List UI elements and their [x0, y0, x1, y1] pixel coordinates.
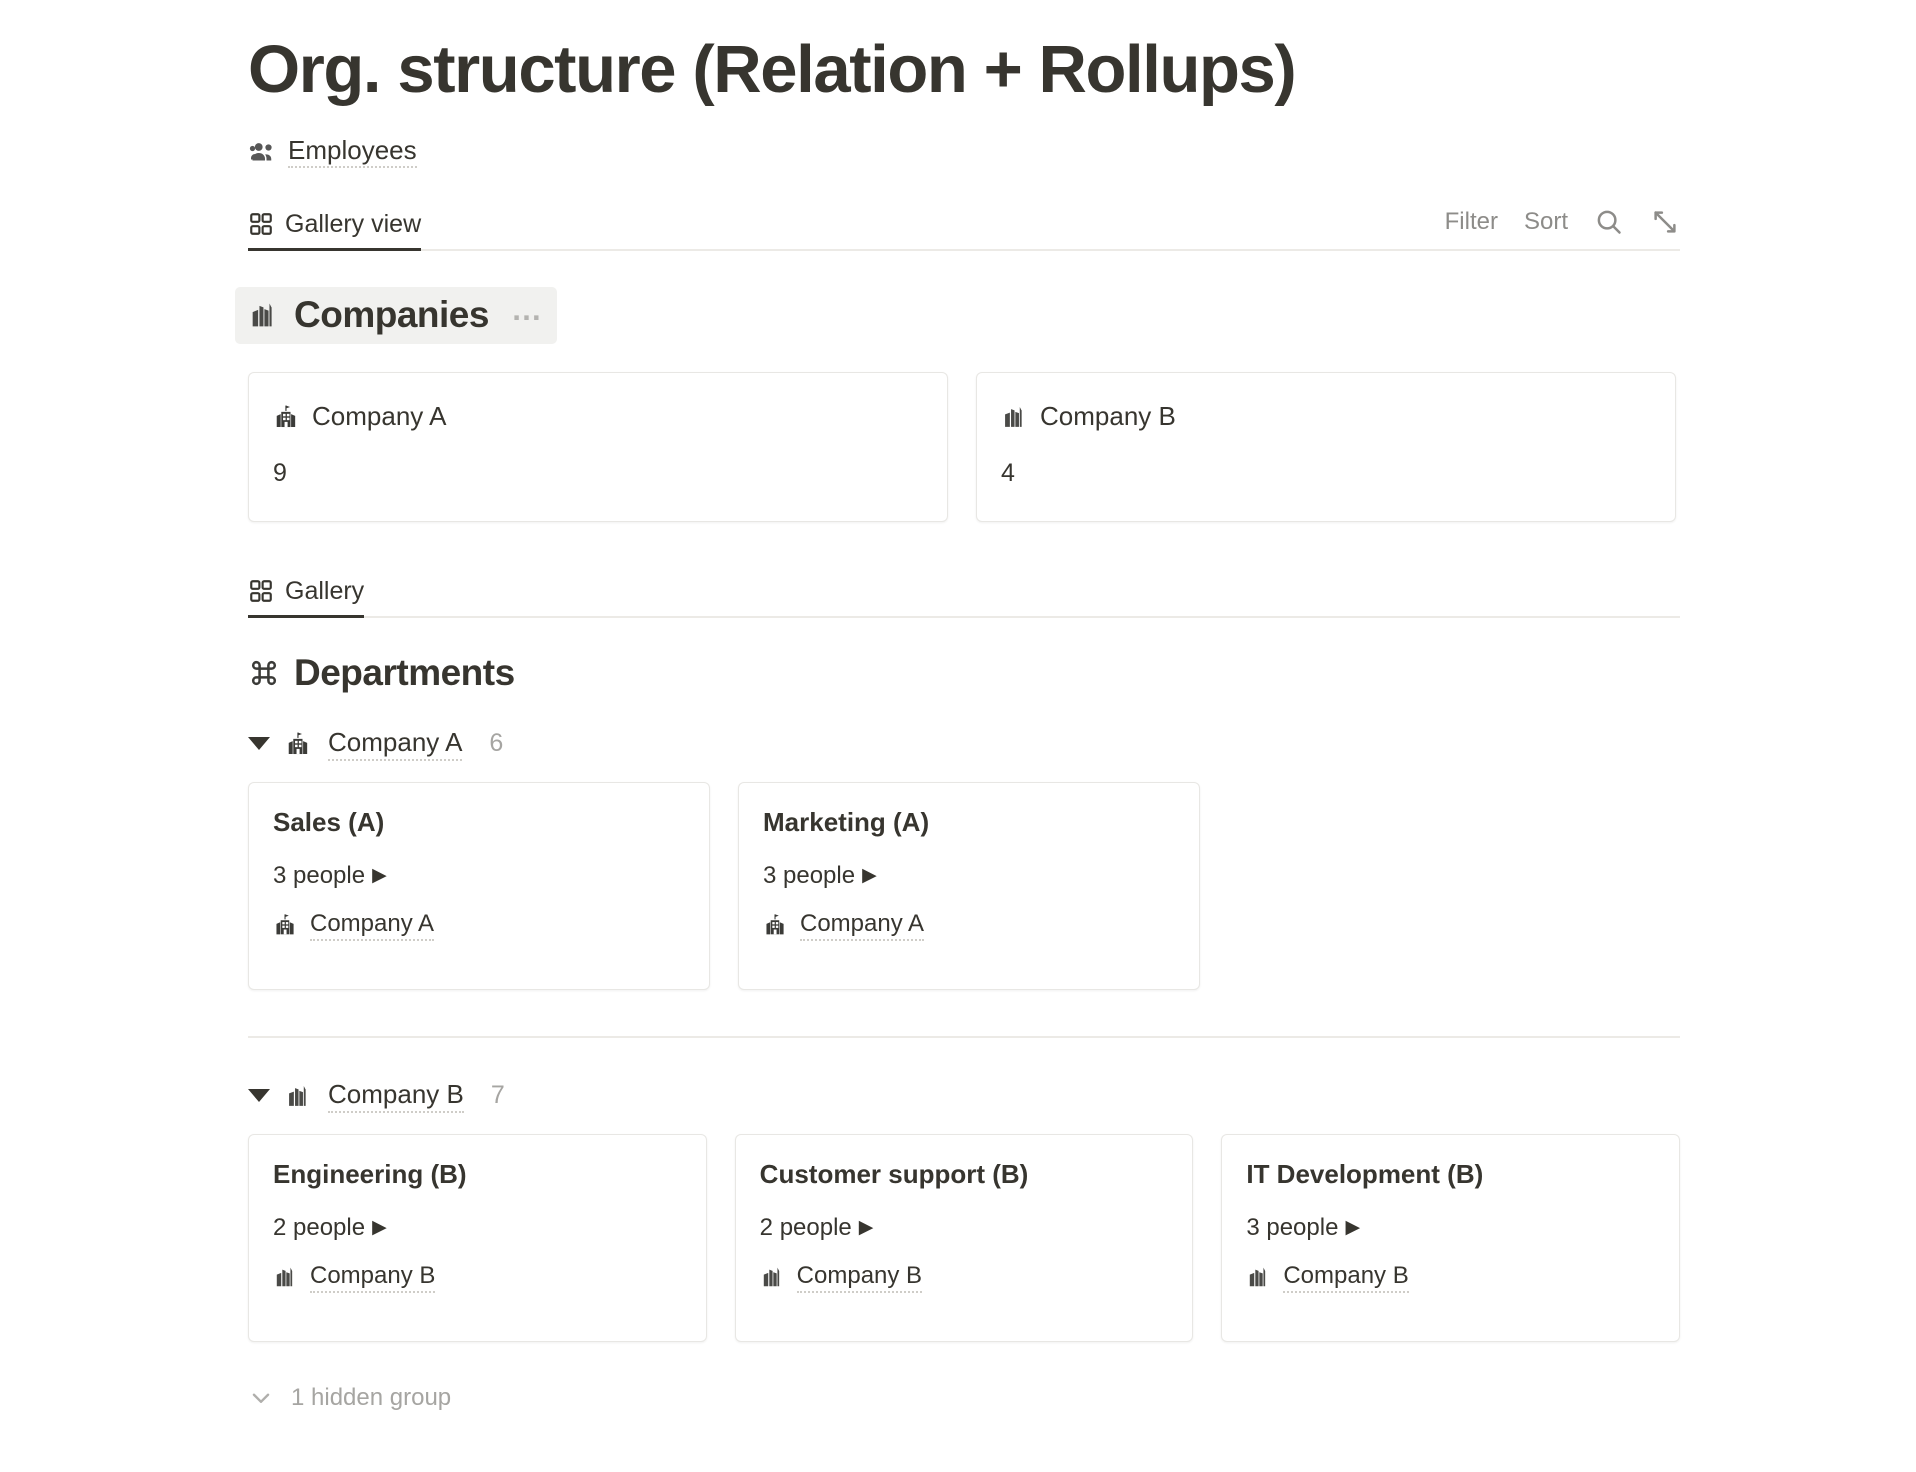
department-card-relation[interactable]: Company A [273, 910, 685, 941]
department-card-rollup-text: 3 people [763, 861, 856, 889]
school-building-icon [273, 403, 301, 431]
department-card[interactable]: Customer support (B) 2 people ▶ [734, 1133, 1194, 1342]
department-card-rollup: 3 people ▶ [1246, 1214, 1655, 1242]
department-card-relation[interactable]: Company B [1246, 1262, 1655, 1293]
group-count: 6 [489, 729, 504, 758]
company-card[interactable]: Company A 9 [248, 372, 948, 523]
company-card-title: Company A [312, 401, 447, 432]
department-card-relation-label[interactable]: Company B [1283, 1262, 1409, 1293]
rollup-expand-caret-icon[interactable]: ▶ [858, 1217, 874, 1239]
department-card-title: Sales (A) [273, 806, 385, 837]
companies-more-icon[interactable]: … [510, 292, 544, 328]
filter-button[interactable]: Filter [1444, 208, 1498, 236]
companies-heading-label: Companies [294, 294, 489, 336]
departments-view-toolbar: Gallery [248, 562, 1680, 619]
department-card-rollup-text: 2 people [273, 1213, 366, 1241]
view-toolbar-actions: Filter Sort [1445, 207, 1680, 249]
department-card[interactable]: IT Development (B) 3 people ▶ [1221, 1133, 1681, 1342]
city-buildings-icon [273, 1264, 299, 1290]
department-card[interactable]: Engineering (B) 2 people ▶ [248, 1133, 707, 1342]
tab-gallery-label: Gallery [285, 576, 365, 605]
city-buildings-icon [248, 299, 280, 331]
department-card-relation-label[interactable]: Company A [310, 910, 435, 941]
company-card-rollup-value: 9 [273, 459, 287, 488]
department-card-rollup: 2 people ▶ [760, 1214, 1169, 1242]
city-buildings-icon [1001, 403, 1029, 431]
city-buildings-icon [760, 1264, 786, 1290]
department-card-title: Customer support (B) [759, 1158, 1029, 1189]
department-card-rollup: 2 people ▶ [273, 1214, 682, 1242]
sort-button[interactable]: Sort [1523, 208, 1568, 236]
people-group-icon [248, 137, 278, 167]
companies-heading[interactable]: Companies … [235, 287, 557, 345]
search-icon[interactable] [1594, 207, 1624, 237]
group-count: 7 [490, 1081, 505, 1110]
department-card[interactable]: Marketing (A) 3 people ▶ [738, 781, 1200, 990]
rollup-expand-caret-icon[interactable]: ▶ [1345, 1217, 1361, 1239]
gallery-grid-icon [248, 211, 274, 237]
company-card[interactable]: Company B 4 [976, 372, 1676, 523]
departments-card-grid-company-b: Engineering (B) 2 people ▶ [248, 1133, 1681, 1342]
department-card-rollup-text: 2 people [759, 1213, 852, 1241]
department-card-relation[interactable]: Company B [273, 1262, 682, 1293]
department-card-rollup-text: 3 people [273, 861, 366, 889]
page-title: Org. structure (Relation + Rollups) [248, 32, 1297, 107]
company-card-rollup-value: 4 [1001, 459, 1015, 488]
department-card[interactable]: Sales (A) 3 people ▶ [248, 781, 710, 990]
group-name[interactable]: Company A [328, 727, 463, 761]
rollup-expand-caret-icon[interactable]: ▶ [372, 1217, 387, 1239]
expand-diagonal-icon[interactable] [1650, 207, 1680, 237]
tab-gallery-view-label: Gallery view [285, 209, 422, 238]
page-content: Org. structure (Relation + Rollups) Empl… [235, 0, 1681, 1412]
group-header-company-a[interactable]: Company A 6 [248, 722, 1680, 766]
rollup-expand-caret-icon[interactable]: ▶ [862, 865, 877, 887]
departments-heading-label: Departments [294, 652, 515, 694]
company-card-title: Company B [1040, 401, 1176, 432]
company-card-title-row: Company B [1001, 401, 1651, 432]
tab-gallery-view[interactable]: Gallery view [248, 209, 422, 252]
company-card-title-row: Company A [273, 401, 923, 432]
department-card-relation[interactable]: Company A [763, 910, 1175, 941]
tab-gallery[interactable]: Gallery [248, 576, 365, 619]
department-card-title: Engineering (B) [273, 1158, 467, 1189]
city-buildings-icon [285, 1082, 313, 1110]
source-database-link[interactable]: Employees [248, 135, 1680, 169]
collapse-caret-icon[interactable] [248, 1089, 270, 1103]
department-card-relation-label[interactable]: Company B [310, 1262, 436, 1293]
school-building-icon [285, 730, 313, 758]
chevron-down-icon[interactable] [248, 1385, 274, 1411]
school-building-icon [763, 912, 789, 938]
group-header-company-b[interactable]: Company B 7 [248, 1074, 1680, 1118]
hidden-group-toggle[interactable]: 1 hidden group [248, 1384, 1680, 1412]
department-card-relation-label[interactable]: Company B [796, 1262, 923, 1293]
companies-view-toolbar: Gallery view Filter Sort [248, 195, 1680, 252]
school-building-icon [273, 912, 299, 938]
department-card-title: Marketing (A) [763, 806, 930, 837]
departments-heading[interactable]: Departments [248, 654, 515, 691]
gallery-grid-icon [248, 578, 274, 604]
group-name[interactable]: Company B [328, 1079, 464, 1113]
department-card-relation-label[interactable]: Company A [800, 910, 925, 941]
departments-card-grid-company-a: Sales (A) 3 people ▶ [248, 781, 1680, 990]
city-buildings-icon [1246, 1264, 1272, 1290]
department-card-rollup: 3 people ▶ [763, 862, 1175, 890]
command-icon [248, 657, 280, 689]
department-card-relation[interactable]: Company B [760, 1262, 1169, 1293]
group-divider [248, 1035, 1680, 1038]
hidden-group-label: 1 hidden group [291, 1383, 452, 1411]
source-database-label[interactable]: Employees [288, 136, 417, 169]
department-card-rollup: 3 people ▶ [273, 862, 685, 890]
companies-card-grid: Company A 9 Company B 4 [248, 372, 1680, 523]
rollup-expand-caret-icon[interactable]: ▶ [372, 865, 387, 887]
department-card-title: IT Development (B) [1246, 1158, 1484, 1189]
department-card-rollup-text: 3 people [1246, 1213, 1339, 1241]
collapse-caret-icon[interactable] [248, 737, 270, 751]
